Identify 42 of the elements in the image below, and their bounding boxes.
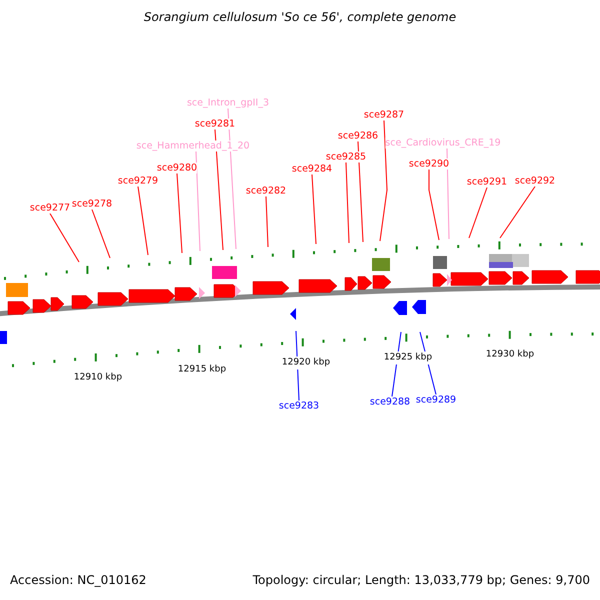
gene-label: sce9283 bbox=[278, 400, 320, 412]
leader-line bbox=[346, 162, 350, 244]
gene-label: sce_Intron_gpII_3 bbox=[186, 98, 270, 108]
gene-label: sce9279 bbox=[118, 176, 158, 186]
leader-line bbox=[266, 196, 268, 248]
leader-line bbox=[312, 174, 316, 244]
leader-line bbox=[380, 120, 388, 242]
gene-label: sce9287 bbox=[364, 110, 404, 120]
leader-line bbox=[176, 173, 182, 254]
leader-line bbox=[92, 209, 110, 258]
leader-line bbox=[428, 169, 440, 240]
scale-label: 12925 kbp bbox=[384, 352, 432, 364]
leader-line bbox=[138, 186, 148, 256]
map-title: Sorangium cellulosum 'So ce 56', complete genome bbox=[142, 11, 458, 24]
accession-text: Accession: NC_010162 bbox=[10, 574, 146, 587]
gene-label: sce9288 bbox=[370, 396, 410, 408]
gene-label: sce9289 bbox=[416, 394, 456, 406]
gene-label: sce9286 bbox=[338, 130, 378, 142]
gene-label: sce9291 bbox=[466, 176, 508, 188]
leader-line bbox=[214, 129, 224, 250]
scale-label: 12910 kbp bbox=[74, 372, 122, 384]
gene-label: sce9292 bbox=[514, 176, 556, 186]
gene-label: sce9278 bbox=[72, 198, 112, 210]
gene-label: sce9280 bbox=[156, 162, 198, 174]
scale-label: 12920 kbp bbox=[282, 356, 330, 370]
leader-line bbox=[358, 141, 364, 242]
genome-summary-text: Topology: circular; Length: 13,033,779 bp; Genes: 9,700 bbox=[252, 574, 590, 587]
gene-label: sce9281 bbox=[194, 118, 236, 130]
gene-label: sce9282 bbox=[246, 186, 286, 196]
gene-label: sce_Hammerhead_1_20 bbox=[136, 140, 250, 152]
leader-line bbox=[500, 186, 536, 238]
scale-label: 12915 kbp bbox=[178, 364, 226, 376]
gene-label: sce9285 bbox=[326, 152, 366, 162]
leader-line bbox=[468, 187, 488, 238]
gene-label: sce9277 bbox=[30, 202, 70, 214]
gene-label: sce9290 bbox=[408, 158, 450, 170]
gene-label: sce9284 bbox=[292, 164, 332, 174]
leader-line bbox=[446, 148, 450, 240]
scale-label: 12930 kbp bbox=[486, 348, 534, 362]
gene-label: sce_Cardiovirus_CRE_19 bbox=[385, 138, 501, 148]
leader-line bbox=[50, 213, 80, 262]
leader-line bbox=[196, 151, 200, 252]
